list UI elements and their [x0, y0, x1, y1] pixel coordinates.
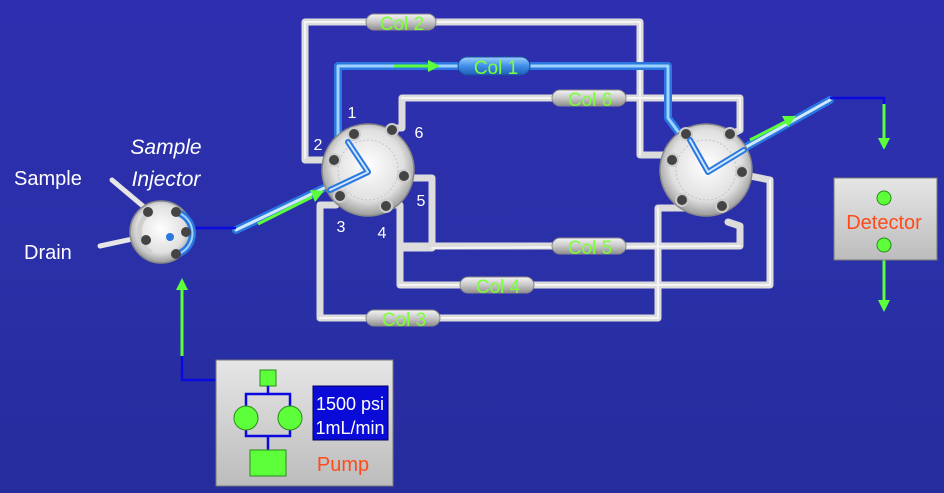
sample-injector-valve[interactable] [97, 177, 197, 264]
column-col-5[interactable]: Col 5 [551, 237, 627, 259]
flow-readout: 1mL/min [315, 418, 384, 438]
detector-label: Detector [846, 212, 922, 234]
column-label: Col 3 [382, 310, 426, 331]
column-col-4[interactable]: Col 4 [459, 276, 535, 298]
column-col-3[interactable]: Col 3 [365, 309, 441, 331]
valve-ports [327, 123, 411, 213]
column-label: Col 1 [474, 58, 518, 79]
column-col-6[interactable]: Col 6 [551, 89, 627, 111]
injector-label-line1: Sample [130, 136, 201, 159]
port-number-4: 4 [378, 225, 387, 242]
fine-lines [180, 96, 886, 382]
port-number-5: 5 [417, 193, 426, 210]
sample-label: Sample [14, 168, 82, 190]
injector-label-line2: Injector [132, 168, 202, 191]
column-label: Col 6 [568, 90, 612, 111]
pump-head-left-icon [233, 405, 259, 431]
flow-arrows [176, 60, 890, 356]
column-col-2[interactable]: Col 2 [365, 13, 437, 35]
switching-valve-right[interactable] [659, 123, 753, 217]
drain-label: Drain [24, 242, 72, 264]
pump-outlet-icon [259, 369, 277, 387]
port-number-1: 1 [348, 105, 357, 122]
column-label: Col 4 [476, 277, 521, 298]
column-col-1[interactable]: Col 1 [457, 56, 531, 79]
pump-box[interactable]: 1500 psi 1mL/min Pump [215, 359, 394, 487]
column-label: Col 2 [380, 14, 424, 35]
pump-head-right-icon [277, 405, 303, 431]
port-number-3: 3 [337, 219, 346, 236]
pressure-readout: 1500 psi [316, 394, 384, 414]
detector-box[interactable]: Detector [833, 177, 938, 261]
valve-ports [665, 127, 749, 213]
column-label: Col 5 [568, 238, 612, 259]
port-number-2: 2 [314, 137, 323, 154]
pump-readout [312, 385, 389, 441]
port-number-6: 6 [415, 125, 424, 142]
pump-label: Pump [317, 454, 369, 476]
switching-valve-left[interactable] [321, 123, 415, 217]
valve-port-numbers: 1 2 3 4 5 6 [314, 105, 426, 242]
solvent-reservoir-icon [249, 449, 287, 477]
pump-manifold [244, 386, 292, 450]
